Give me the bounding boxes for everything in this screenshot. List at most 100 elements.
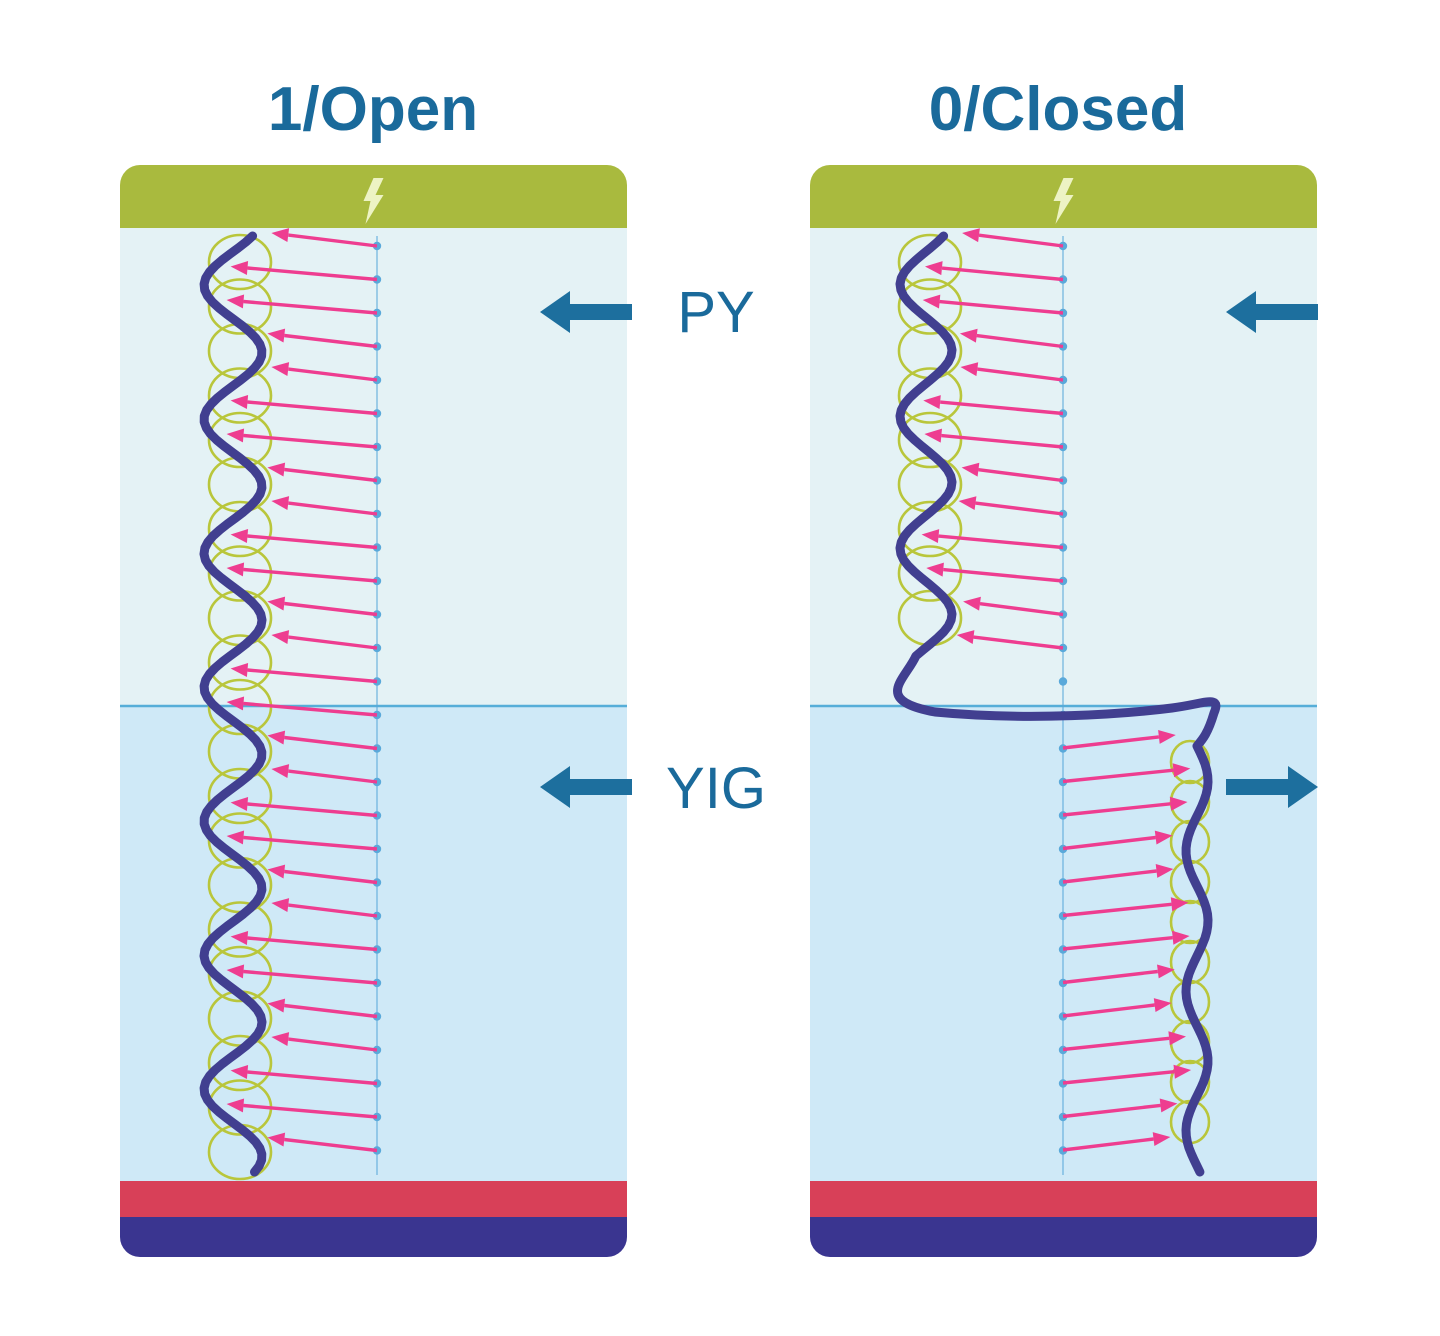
magnetization-curve-open [199,231,267,1177]
spin-arrow-head [230,395,249,409]
spin-arrow-shaft [288,501,378,516]
spin-arrow-shaft [1062,1103,1161,1119]
spin-arrow-head [1172,763,1191,778]
spin-arrow-head [961,462,980,477]
spin-arrow-shaft [288,903,378,918]
spin-arrow-head [960,362,979,377]
spin-arrows-left [921,228,1064,650]
spin-arrow-shaft [1062,969,1158,985]
coil-loop [207,1034,273,1092]
panel-open [120,165,627,1257]
spin-arrow-head [271,630,290,644]
spin-arrow-head [226,1098,245,1113]
spin-arrow-head [1169,796,1188,811]
lightning-bolt-icon [363,178,384,224]
spin-arrow-head [926,562,944,577]
spin-arrow-shaft [978,233,1064,248]
spin-arrow-head [921,529,940,543]
open-yig-direction-arrow [540,766,632,808]
axis-dot [1058,677,1068,686]
spin-arrow-head [1154,830,1173,845]
spin-arrow-head [1159,1098,1178,1113]
spin-arrow-shaft [284,1137,378,1153]
spin-arrow-shaft [943,567,1064,583]
spin-arrow-head [271,898,290,912]
substrate-bar [810,1217,1317,1257]
layer-label-py: PY [677,280,754,345]
coil-loop [207,634,273,691]
spin-arrow-head [924,428,942,443]
spin-arrow-shaft [1062,869,1157,884]
spacer-bar [120,1181,627,1217]
spin-arrow-head [1153,998,1172,1012]
layer-annotations [540,291,1318,808]
panel-title-closed: 0/Closed [929,75,1187,144]
spin-arrow-head [962,228,980,243]
spin-arrow-shaft [288,769,378,784]
spin-arrow-head [271,1032,290,1046]
coil-loop [897,233,963,291]
spin-arrow-shaft [941,266,1064,282]
spin-arrow-shaft [288,233,378,248]
spin-arrow-shaft [247,668,378,684]
spin-arrow-shaft [978,468,1064,483]
spin-arrow-head [230,931,249,945]
spin-arrow-head [226,562,245,577]
spin-arrow-shaft [1062,768,1174,784]
py-layer [120,228,627,706]
spin-arrow-head [267,1132,286,1147]
spin-arrow-head [226,428,245,443]
spin-arrow-shaft [243,969,378,985]
spin-arrow-shaft [284,467,378,483]
spin-arrow-shaft [284,601,378,617]
spin-arrow-shaft [938,534,1064,550]
spin-arrow-head [956,630,975,644]
spin-arrow-head [1155,864,1174,878]
spin-arrow-shaft [247,936,378,952]
spin-arrow-head [271,362,290,376]
spin-arrow-shaft [288,367,378,382]
coil-loop [207,767,273,825]
coil-loop [207,233,273,291]
lightning-bolt-icon [1053,178,1074,224]
spin-arrow-shaft [975,501,1064,516]
spin-arrow-shaft [1062,1137,1154,1152]
spin-arrow-head [1173,1064,1192,1079]
spin-arrow-head [267,596,286,611]
spin-arrow-head [271,228,290,242]
coil-loop [207,500,273,558]
spin-arrow-shaft [247,534,378,550]
spin-arrow-head [1152,1132,1171,1146]
spin-arrow-head [226,696,245,711]
spin-arrow-shaft [939,299,1064,315]
spin-arrow-head [1168,1031,1186,1046]
spin-arrow-head [925,261,943,276]
coil-loop [897,367,963,424]
spin-arrow-head [271,764,290,778]
spin-arrow-shaft [976,333,1064,349]
spin-arrow-shaft [288,1037,378,1052]
coil-loop [207,411,273,469]
spin-arrow-head [1157,964,1175,979]
spin-arrow-head [226,830,245,845]
magnetization-curve-closed [893,231,1221,1177]
spin-arrow-shaft [1062,1036,1170,1052]
spin-arrow-head [923,395,941,409]
spin-arrow-shaft [941,433,1064,449]
panel-title-open: 1/Open [268,75,478,144]
yig-layer [120,706,627,1181]
spin-arrow-shaft [979,602,1064,617]
spin-arrow-head [267,864,286,879]
spin-arrow-head [959,328,978,343]
spin-arrow-shaft [288,635,378,650]
spin-arrow-head [226,294,245,309]
spin-arrow-shaft [1062,1003,1155,1018]
coil-loop [897,278,963,335]
spin-arrow-shaft [1062,1070,1175,1085]
spin-arrow-shaft [247,1070,378,1086]
coil-loop [897,500,963,558]
spin-arrow-shaft [1062,735,1160,750]
spin-arrow-head [230,797,249,811]
spin-arrow-shaft [1062,835,1156,851]
spin-arrows-right [1062,730,1192,1152]
